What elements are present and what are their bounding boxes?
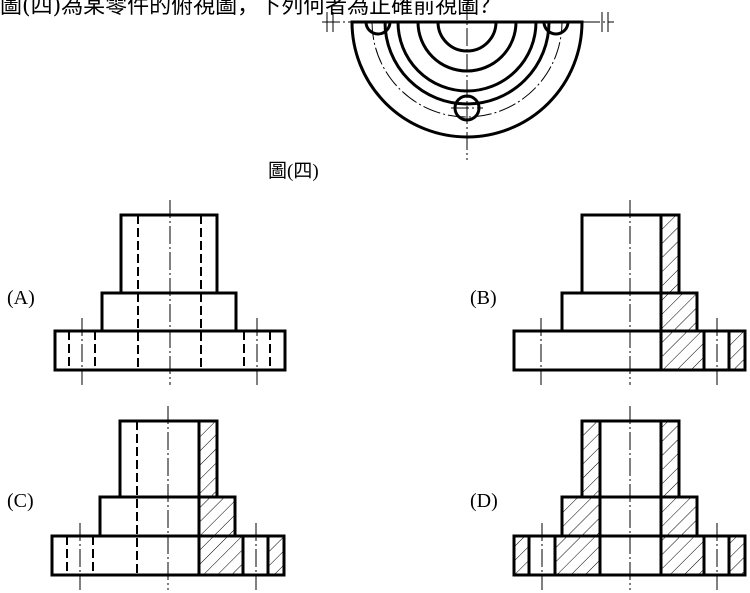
option-d-drawing — [512, 406, 747, 590]
option-b-label[interactable]: (B) — [470, 287, 497, 309]
option-c-label[interactable]: (C) — [7, 490, 34, 512]
question-text: 圖(四)為某零件的俯視圖，下列何者為正確前視圖？ — [0, 0, 502, 19]
top-view — [322, 2, 614, 160]
option-c-drawing — [50, 406, 286, 590]
figure-caption: 圖(四) — [268, 161, 319, 182]
option-a-label[interactable]: (A) — [7, 287, 35, 309]
option-a-drawing — [53, 200, 287, 385]
option-b-drawing — [512, 200, 747, 385]
option-d-label[interactable]: (D) — [470, 490, 498, 512]
